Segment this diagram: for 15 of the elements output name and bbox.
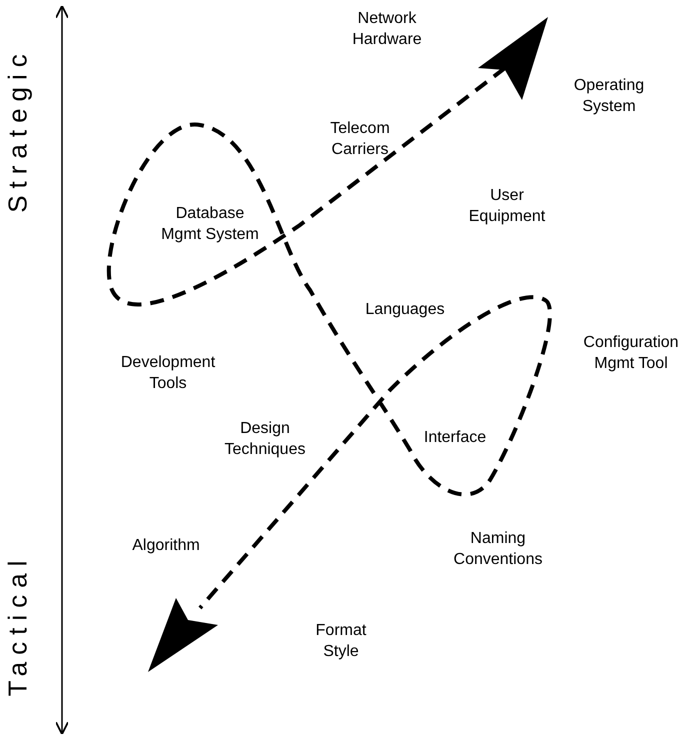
term-label: Configuration Mgmt Tool [582, 333, 680, 374]
term-label: Languages [365, 300, 445, 320]
axis-label: Strategic [2, 47, 34, 213]
term-label: Database Mgmt System [160, 204, 260, 245]
term-label: Design Techniques [224, 419, 306, 460]
term-label: User Equipment [468, 186, 546, 227]
term-label: Algorithm [132, 536, 200, 556]
term-label: Operating System [572, 76, 646, 117]
term-label: Naming Conventions [452, 529, 544, 570]
axis-label: Tactical [2, 554, 34, 696]
term-label: Network Hardware [351, 9, 423, 50]
term-label: Development Tools [120, 353, 216, 394]
term-label: Telecom Carriers [329, 119, 391, 160]
term-label: Interface [424, 428, 486, 448]
term-label: Format Style [314, 621, 368, 662]
